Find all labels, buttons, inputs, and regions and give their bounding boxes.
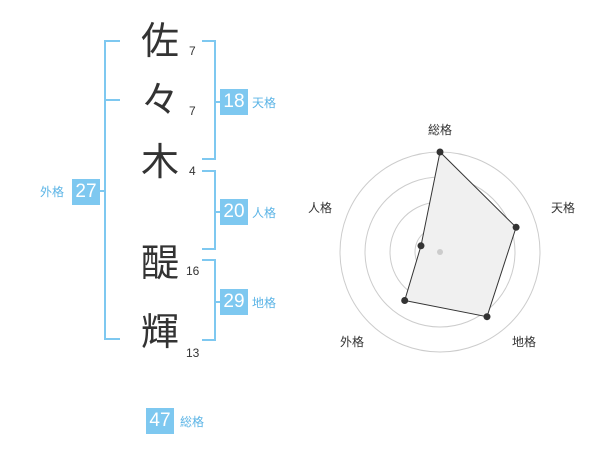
radar-point-3 [483, 313, 491, 321]
name-char-5: 輝 [140, 310, 179, 354]
stroke-count-5: 13 [186, 346, 200, 360]
name-char-3: 木 [140, 140, 179, 184]
radar-axis-label-tenkaku: 天格 [551, 200, 575, 215]
jinkaku-connector [214, 211, 222, 213]
name-char-2: 々 [140, 78, 179, 122]
radar-axis-label-soukaku: 総格 [428, 122, 452, 137]
stroke-count-3: 4 [189, 164, 196, 178]
chikaku-value-badge: 29 [220, 289, 248, 315]
stroke-count-2: 7 [189, 104, 196, 118]
tenkaku-value-badge: 18 [220, 89, 248, 115]
name-char-4: 醍 [140, 241, 179, 285]
radar-data-polygon [404, 150, 517, 318]
chikaku-connector [214, 301, 222, 303]
stroke-count-4: 16 [186, 264, 200, 278]
radar-axis-label-chikaku: 地格 [512, 334, 536, 349]
tenkaku-label: 天格 [252, 96, 277, 110]
radar-point-1 [436, 148, 444, 156]
radar-axis-label-jinkaku: 人格 [308, 200, 332, 215]
chikaku-bracket [202, 259, 216, 341]
jinkaku-label: 人格 [252, 206, 277, 220]
name-char-1: 佐 [140, 19, 179, 63]
radar-axis-label-gaikaku: 外格 [340, 334, 364, 349]
jinkaku-value-badge: 20 [220, 199, 248, 225]
gaikaku-label: 外格 [40, 185, 65, 199]
tenkaku-connector [214, 101, 222, 103]
stroke-count-1: 7 [189, 44, 196, 58]
tenkaku-bracket [202, 40, 216, 160]
radar-point-4 [401, 297, 409, 304]
soukaku-value-badge: 47 [146, 408, 174, 434]
gaikaku-connector [98, 190, 106, 192]
jinkaku-bracket [202, 170, 216, 250]
gaikaku-value-badge: 27 [72, 179, 100, 205]
soukaku-label: 総格 [180, 415, 205, 429]
radar-point-2 [512, 223, 520, 231]
chikaku-label: 地格 [252, 296, 277, 310]
radar-center-dot [437, 249, 443, 255]
gaikaku-bracket-tick [104, 99, 120, 101]
radar-point-5 [417, 242, 425, 250]
